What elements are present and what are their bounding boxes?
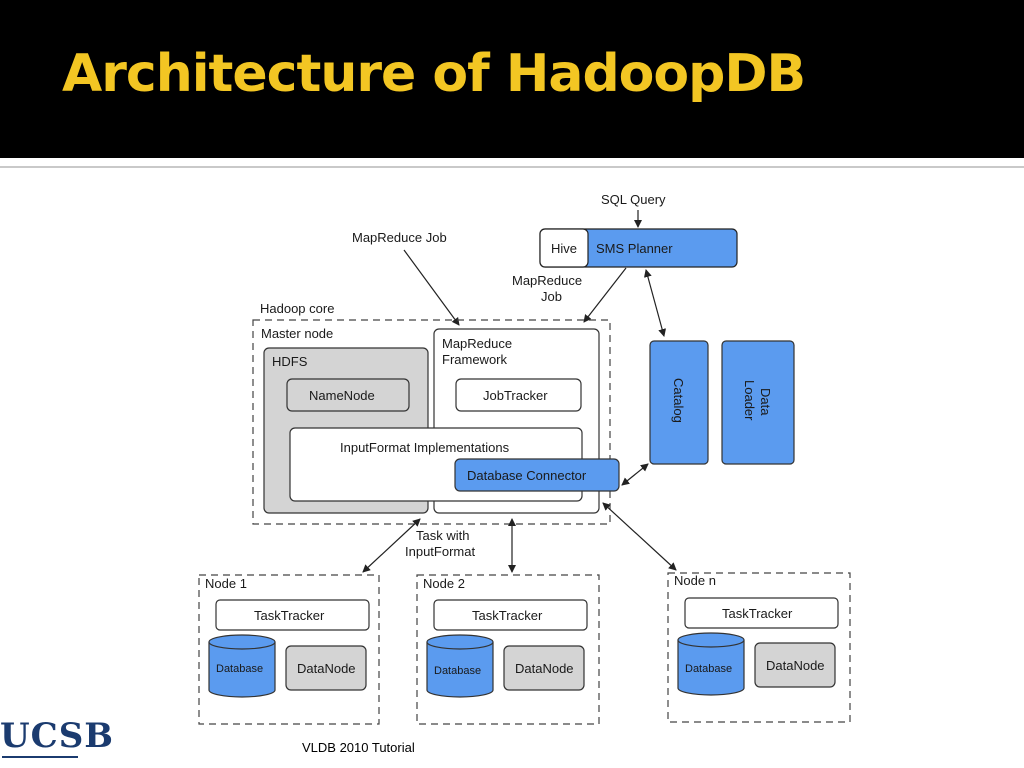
database-cylinder-top	[208, 634, 276, 650]
planner-catalog-arrow	[643, 269, 667, 337]
hadoop-core-boundary	[252, 319, 611, 525]
datanode-label: DataNode	[766, 658, 825, 673]
worker-node-n: Node n TaskTracker Database DataNode	[667, 572, 851, 723]
namenode-box	[286, 378, 410, 412]
master-node1-arrow	[362, 518, 421, 573]
datanode-label: DataNode	[515, 661, 574, 676]
datanode-box	[754, 642, 836, 688]
mapreduce-job-right-label-1: MapReduce	[512, 273, 582, 288]
jobtracker-box	[455, 378, 582, 412]
node-boundary	[416, 574, 600, 725]
node-label: Node 2	[423, 576, 465, 591]
database-connector-label: Database Connector	[467, 468, 587, 483]
database-label: Database	[216, 663, 263, 675]
node-boundary	[198, 574, 380, 725]
database-label: Database	[434, 665, 481, 677]
mapreduce-framework-label-1: MapReduce	[442, 336, 512, 351]
master-noden-arrow	[602, 502, 677, 571]
hadoop-core-label: Hadoop core	[260, 301, 334, 316]
mapreduce-job-right-arrow	[583, 267, 627, 323]
datanode-box	[503, 645, 585, 691]
datanode-box	[285, 645, 367, 691]
logo-underline	[2, 756, 78, 758]
database-label: Database	[685, 663, 732, 675]
database-cylinder	[677, 640, 745, 696]
tasktracker-label: TaskTracker	[722, 606, 793, 621]
mapreduce-job-left-label: MapReduce Job	[352, 230, 447, 245]
inputformat-label: InputFormat Implementations	[340, 440, 510, 455]
database-cylinder	[208, 642, 276, 698]
sms-planner-label: SMS Planner	[596, 241, 673, 256]
header-divider	[0, 166, 1024, 168]
title-bar: Architecture of HadoopDB	[0, 0, 1024, 158]
slide-title: Architecture of HadoopDB	[62, 44, 806, 104]
database-cylinder-top	[677, 632, 745, 648]
data-loader-box	[721, 340, 795, 465]
tasktracker-box	[433, 599, 588, 631]
hive-label: Hive	[551, 241, 577, 256]
master-node-label: Master node	[261, 326, 333, 341]
task-with-label-2: InputFormat	[405, 544, 475, 559]
jobtracker-label: JobTracker	[483, 388, 548, 403]
node-boundary	[667, 572, 851, 723]
data-loader-label-1: Data	[758, 388, 773, 416]
mapreduce-job-right-label-2: Job	[541, 289, 562, 304]
sql-query-label: SQL Query	[601, 192, 666, 207]
node-label: Node n	[674, 573, 716, 588]
tasktracker-label: TaskTracker	[254, 608, 325, 623]
database-cylinder-top	[426, 634, 494, 650]
mapreduce-framework-label-2: Framework	[442, 352, 508, 367]
connector-catalog-arrow	[621, 463, 649, 486]
database-cylinder	[426, 642, 494, 698]
hive-box	[539, 228, 589, 268]
worker-node-2: Node 2 TaskTracker Database DataNode	[416, 574, 600, 725]
ucsb-logo: UCSB	[0, 716, 115, 756]
database-connector-box	[454, 458, 620, 492]
tasktracker-box	[684, 597, 839, 629]
tasktracker-label: TaskTracker	[472, 608, 543, 623]
mapreduce-job-left-arrow	[403, 249, 460, 326]
namenode-label: NameNode	[309, 388, 375, 403]
node-label: Node 1	[205, 576, 247, 591]
catalog-box	[649, 340, 709, 465]
worker-node-1: Node 1 TaskTracker Database DataNode	[198, 574, 380, 725]
tasktracker-box	[215, 599, 370, 631]
datanode-label: DataNode	[297, 661, 356, 676]
hdfs-label: HDFS	[272, 354, 308, 369]
slide-footer: VLDB 2010 Tutorial	[302, 740, 415, 755]
catalog-label: Catalog	[671, 378, 686, 423]
task-with-label-1: Task with	[416, 528, 469, 543]
data-loader-label-2: Loader	[742, 380, 757, 421]
